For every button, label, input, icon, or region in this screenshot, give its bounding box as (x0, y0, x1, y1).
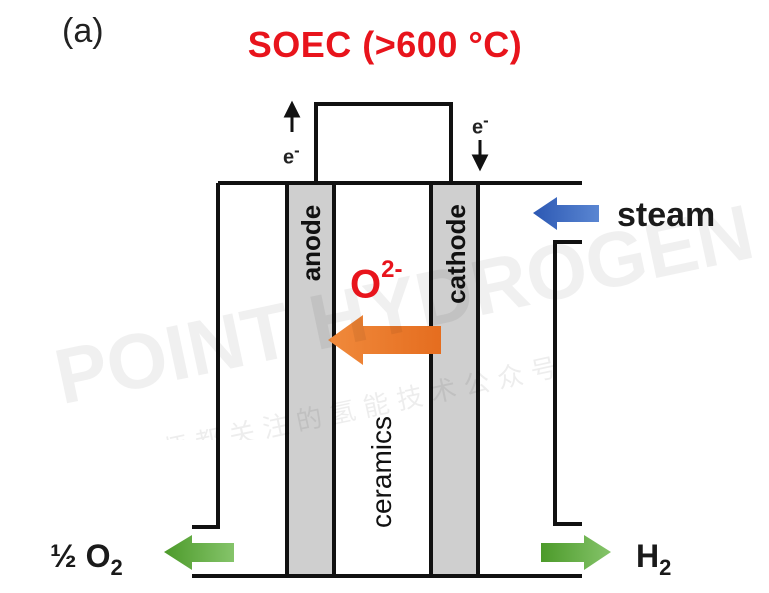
electron-right-sign: - (483, 111, 489, 130)
electron-left-sign: - (294, 141, 300, 160)
electron-right-letter: e (472, 116, 484, 139)
anode-label: anode (296, 204, 326, 282)
electron-down-arrowhead (471, 154, 489, 172)
oxygen-outlet-label: ½ O2 (50, 538, 123, 580)
oxygen-prefix: ½ O (50, 538, 111, 574)
hydrogen-outlet-arrow (541, 535, 611, 570)
panel-label: (a) (62, 12, 104, 50)
oxide-ion-label: O2- (350, 256, 402, 307)
ion-flow-arrow (328, 315, 441, 365)
hydrogen-prefix: H (636, 538, 660, 574)
electron-label-left: e- (283, 141, 300, 170)
hydrogen-outlet-label: H2 (636, 538, 671, 580)
left-chamber-wall (192, 183, 220, 529)
steam-inlet-arrow (533, 197, 599, 230)
ion-charge: 2- (381, 256, 403, 283)
anode-band (287, 183, 334, 576)
cathode-band (431, 183, 478, 576)
ion-base: O (350, 262, 382, 307)
electrolyte-label: ceramics (366, 416, 397, 529)
steam-label: steam (617, 196, 716, 234)
diagram-title: SOEC (>600 °C) (247, 24, 523, 65)
electron-left-letter: e (283, 146, 295, 169)
oxygen-outlet-arrow (164, 535, 234, 570)
external-circuit (314, 102, 453, 183)
hydrogen-subscript: 2 (659, 555, 672, 580)
oxygen-subscript: 2 (110, 555, 123, 580)
electron-label-right: e- (472, 111, 489, 140)
right-chamber-wall (553, 240, 582, 526)
electron-up-arrowhead (283, 100, 301, 118)
cathode-label: cathode (441, 204, 471, 304)
